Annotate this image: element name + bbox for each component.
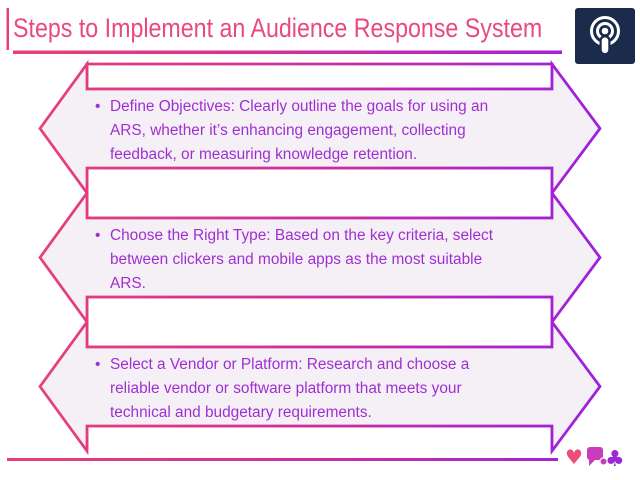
step-arrow-3 [38, 317, 602, 456]
step-2-description: Choose the Right Type: Based on the key … [110, 227, 493, 292]
step-3-description: Select a Vendor or Platform: Research an… [110, 356, 470, 421]
podcast-icon [575, 8, 635, 64]
step-1-text: • Define Objectives: Clearly outline the… [95, 95, 565, 167]
step-arrow-1 [38, 59, 602, 198]
step-1-description: Define Objectives: Clearly outline the g… [110, 98, 489, 163]
club-icon: ♣ [605, 447, 625, 472]
left-accent-bar [6, 8, 9, 50]
page-title: Steps to Implement an Audience Response … [13, 13, 543, 43]
bullet-dot: • [95, 227, 101, 244]
heart-icon: ♥ [565, 445, 583, 469]
bullet-dot: • [95, 356, 101, 373]
connector-box-top [85, 62, 554, 91]
connector-box-bottom [85, 424, 554, 449]
step-2-text: • Choose the Right Type: Based on the ke… [95, 224, 565, 296]
footer-divider [7, 458, 558, 461]
connector-box-1 [85, 166, 554, 220]
title-underline [13, 50, 562, 54]
step-arrow-2 [38, 188, 602, 327]
connector-box-2 [85, 295, 554, 349]
chat-bubble-icon [587, 447, 608, 466]
bullet-dot: • [95, 98, 101, 115]
step-3-text: • Select a Vendor or Platform: Research … [95, 353, 565, 425]
